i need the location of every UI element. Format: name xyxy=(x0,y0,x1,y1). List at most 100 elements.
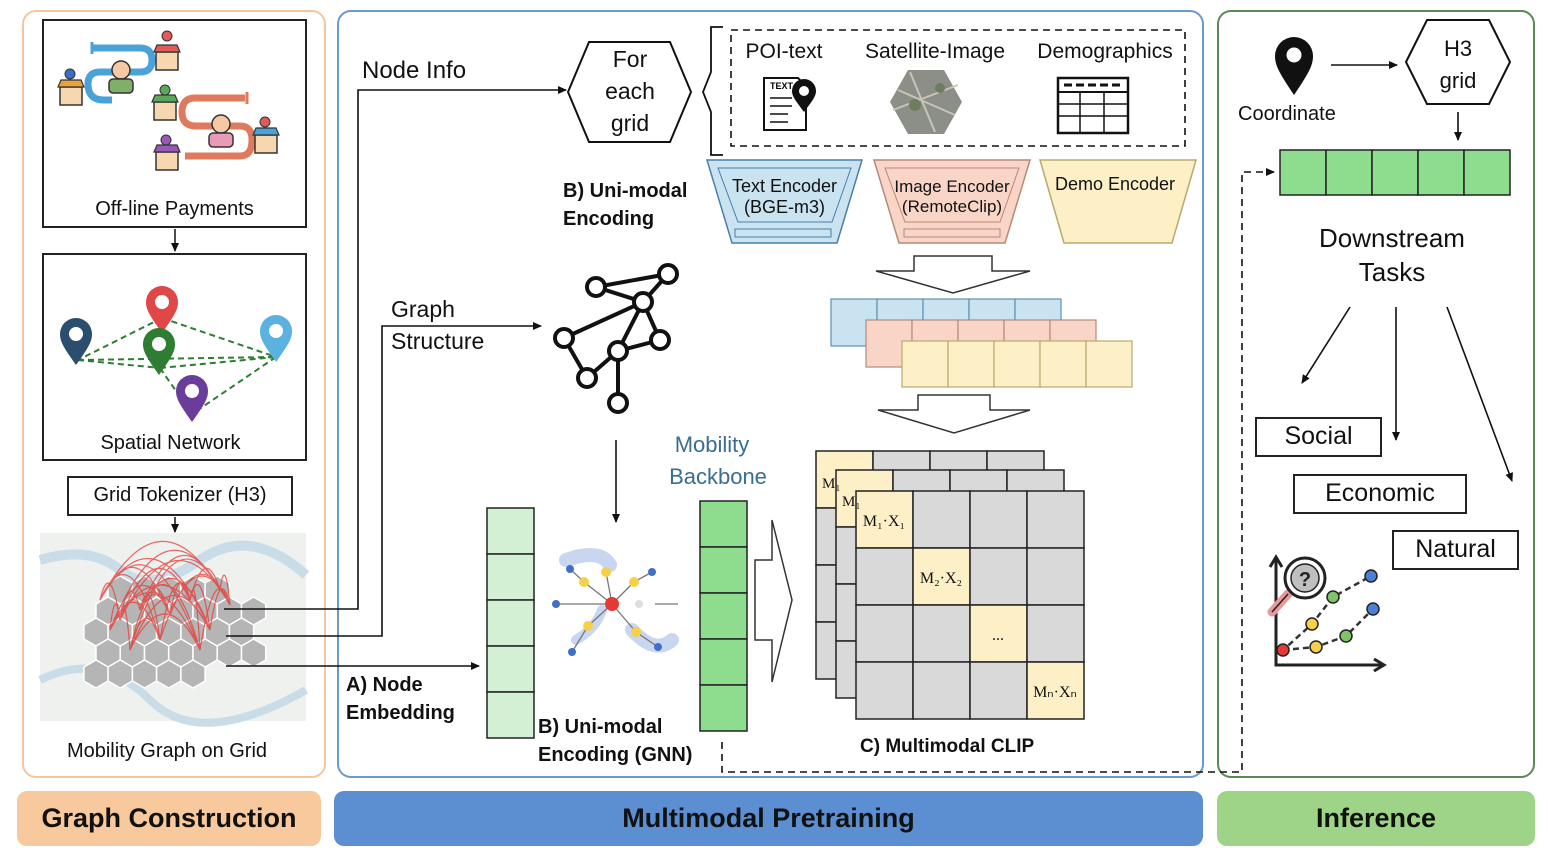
embedding-cell xyxy=(1371,149,1419,196)
embedding-cell xyxy=(486,553,535,601)
demo-embedding-row xyxy=(901,340,1133,388)
person-icon xyxy=(108,60,134,94)
embedding-cell xyxy=(1463,149,1511,196)
mobility-backbone-label-1: Mobility xyxy=(674,432,750,457)
document-icon: TEXT xyxy=(763,77,816,131)
mobility-arc xyxy=(199,588,231,651)
for-each-grid-line-3: grid xyxy=(610,110,650,136)
hex-cell xyxy=(131,659,158,689)
graph-construction-panel xyxy=(22,10,326,778)
shop-icon xyxy=(252,116,280,154)
task-natural-box xyxy=(1392,530,1519,570)
gnn-encoding-label-2: Encoding (GNN) xyxy=(538,744,693,766)
hex-cell xyxy=(216,638,243,668)
mobility-arc xyxy=(119,567,191,621)
graph-icon xyxy=(553,263,679,414)
hollow-down-arrow xyxy=(875,255,1031,294)
mobility-backbone-label-2: Backbone xyxy=(669,464,767,489)
h3-grid-label-2: grid xyxy=(1439,68,1477,93)
mobility-arc xyxy=(159,582,191,641)
embedding-cell xyxy=(486,599,535,647)
hex-cell xyxy=(107,659,134,689)
map-pin-icon xyxy=(143,328,175,375)
matrix-cell xyxy=(912,547,971,606)
uni-modal-encoding-label-1: B) Uni-modal xyxy=(563,180,688,202)
demo-encoder-shape xyxy=(1039,159,1197,244)
text-encoder-shape xyxy=(705,159,864,244)
image-encoder-shape xyxy=(872,159,1032,244)
clip-matrix-front xyxy=(855,490,1085,720)
map-pin-icon xyxy=(1275,37,1313,95)
embedding-cell xyxy=(1417,149,1465,196)
node-embedding-label-1: A) Node xyxy=(346,674,423,696)
text-encoder-label-1: Text Encoder xyxy=(731,176,838,196)
map-pin-icon xyxy=(176,375,208,422)
embedding-cell xyxy=(699,638,748,686)
table-icon xyxy=(1056,76,1130,135)
mobility-arc xyxy=(169,581,191,616)
inference-banner: Inference xyxy=(1217,791,1535,846)
for-each-grid-line-2: each xyxy=(605,78,655,104)
matrix-cell xyxy=(1026,490,1085,549)
demo-encoder-label: Demo Encoder xyxy=(1054,174,1176,194)
person-icon xyxy=(208,114,234,148)
graph-structure-label-2: Structure xyxy=(391,328,485,354)
multimodal-pretraining-banner: Multimodal Pretraining xyxy=(334,791,1203,846)
modality-dashed-box xyxy=(730,29,1186,147)
spatial-network-illustration xyxy=(60,286,292,422)
embedding-cell xyxy=(699,592,748,640)
embedding-cell xyxy=(1279,149,1327,196)
image-encoder-label-2: (RemoteClip) xyxy=(901,197,1003,216)
multimodal-pretraining-panel xyxy=(337,10,1204,778)
embedding-cell xyxy=(947,340,995,388)
mobility-arc xyxy=(109,591,201,651)
for-each-grid-hexagon xyxy=(566,41,693,143)
matrix-cell xyxy=(969,604,1028,663)
gnn-icon xyxy=(552,548,679,656)
matrix-cell xyxy=(912,661,971,720)
matrix-cell xyxy=(969,661,1028,720)
embedding-cell xyxy=(993,340,1041,388)
hex-cell xyxy=(155,659,182,689)
embedding-cell xyxy=(486,691,535,739)
embedding-cell xyxy=(1085,340,1133,388)
matrix-diag-1: M₁·X₁ xyxy=(862,513,906,530)
shop-icon xyxy=(153,30,181,71)
coordinate-label: Coordinate xyxy=(1238,103,1336,125)
node-embedding-column xyxy=(486,507,535,739)
node-embedding-label-2: Embedding xyxy=(346,702,455,724)
uni-modal-encoding-label-2: Encoding xyxy=(563,208,655,230)
tokenizer-label: Grid Tokenizer (H3) xyxy=(93,484,267,506)
h3-grid-hexagon xyxy=(1404,19,1512,105)
mobility-arc xyxy=(189,588,201,651)
modality-demographics: Demographics xyxy=(1037,40,1173,63)
gnn-encoding-label-1: B) Uni-modal xyxy=(538,716,663,738)
payments-label: Off-line Payments xyxy=(95,198,254,220)
tokenizer-box xyxy=(67,476,293,516)
output-embedding-row xyxy=(1279,149,1511,196)
shop-icon xyxy=(153,134,181,171)
task-social-box xyxy=(1255,417,1382,457)
task-social-label: Social xyxy=(1284,422,1353,450)
hollow-down-arrow xyxy=(877,394,1031,434)
matrix-cell xyxy=(912,604,971,663)
modality-satellite-image: Satellite-Image xyxy=(864,40,1006,63)
graph-construction-label: Graph Construction xyxy=(41,803,297,833)
mobility-arc xyxy=(159,575,231,641)
task-economic-label: Economic xyxy=(1325,479,1435,507)
task-economic-box xyxy=(1293,474,1467,514)
payments-illustration xyxy=(57,30,280,171)
matrix-cell xyxy=(1026,661,1085,720)
embedding-cell xyxy=(699,546,748,594)
map-pin-icon xyxy=(146,286,178,333)
mobility-map-illustration xyxy=(38,533,310,727)
graph-construction-banner: Graph Construction xyxy=(17,791,321,846)
shop-icon xyxy=(57,68,85,106)
h3-grid-label-1: H3 xyxy=(1443,36,1473,61)
hex-cell xyxy=(83,659,109,689)
satellite-icon xyxy=(890,70,962,134)
embedding-cell xyxy=(486,507,535,555)
downstream-label-1: Downstream xyxy=(1319,223,1465,253)
spatial-network-label: Spatial Network xyxy=(100,432,241,454)
